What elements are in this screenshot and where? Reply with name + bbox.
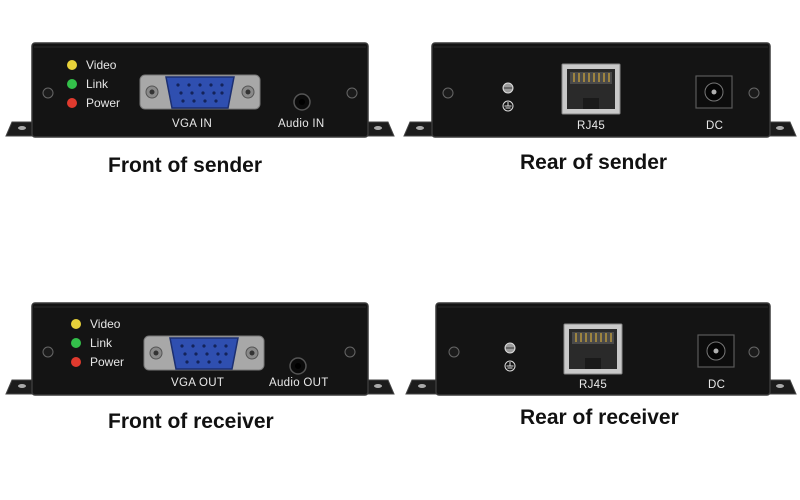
dc-label: DC [706, 120, 724, 132]
sender-front-device [5, 42, 395, 138]
rear-of-sender-panel: RJ45 DC [400, 38, 800, 148]
rj45-label: RJ45 [579, 379, 608, 391]
rear-of-sender-caption: Rear of sender [520, 151, 668, 174]
power-led-icon [71, 357, 81, 367]
receiver-rear-device [405, 302, 797, 396]
audio-in-label: Audio IN [278, 118, 325, 130]
front-of-receiver-panel: Video Link Power VGA OUT Audio OUT [0, 300, 400, 410]
vga-out-label: VGA OUT [171, 377, 225, 389]
front-of-sender-caption: Front of sender [108, 154, 263, 177]
front-of-sender-panel: Video Link Power VGA IN Audio IN [0, 38, 400, 148]
screw-left-icon [448, 346, 460, 358]
link-led-icon [67, 79, 77, 89]
link-led-label: Link [86, 77, 109, 91]
rear-of-receiver-caption: Rear of receiver [520, 406, 679, 429]
screw-right-icon [344, 346, 356, 358]
sender-rear-device [403, 42, 797, 138]
video-led-icon [71, 319, 81, 329]
screw-left-icon [442, 87, 454, 99]
screw-right-icon [748, 346, 760, 358]
power-led-label: Power [86, 96, 121, 110]
ground-symbol-icon [502, 100, 514, 112]
vga-in-port-icon [165, 76, 235, 109]
video-led-label: Video [86, 58, 117, 72]
vga-out-port-icon [169, 337, 239, 370]
link-led-icon [71, 338, 81, 348]
audio-out-label: Audio OUT [269, 377, 329, 389]
screw-right-icon [346, 87, 358, 99]
ground-symbol-icon [504, 360, 516, 372]
receiver-front-device [5, 302, 395, 396]
video-led-icon [67, 60, 77, 70]
screw-left-icon [42, 346, 54, 358]
power-led-label: Power [90, 355, 125, 369]
screw-left-icon [42, 87, 54, 99]
front-of-receiver-caption: Front of receiver [108, 410, 274, 433]
link-led-label: Link [90, 336, 113, 350]
rear-of-receiver-panel: RJ45 DC [400, 300, 800, 410]
dc-label: DC [708, 379, 726, 391]
power-led-icon [67, 98, 77, 108]
screw-right-icon [748, 87, 760, 99]
dc-jack-icon [695, 75, 733, 109]
rj45-label: RJ45 [577, 120, 606, 132]
vga-in-label: VGA IN [172, 118, 213, 130]
video-led-label: Video [90, 317, 121, 331]
